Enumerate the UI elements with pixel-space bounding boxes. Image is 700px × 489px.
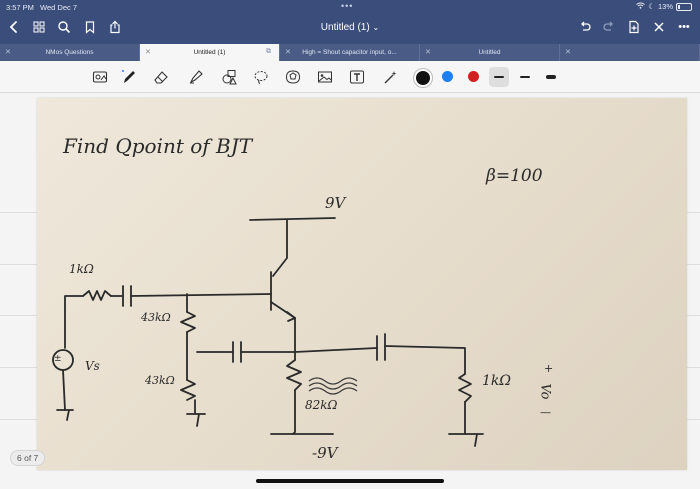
status-indicators: ☾ 13%	[636, 2, 692, 11]
status-time: 3:57 PM Wed Dec 7	[6, 3, 77, 12]
color-red-swatch[interactable]	[468, 71, 479, 82]
lasso-image-icon[interactable]	[91, 68, 109, 86]
lasso-icon[interactable]	[252, 68, 270, 86]
tab-label: Untitled (1)	[193, 49, 226, 56]
tab-close-icon[interactable]: ✕	[145, 49, 151, 56]
magic-pen-icon[interactable]	[382, 68, 400, 86]
document-title[interactable]: Untitled (1) ⌄	[300, 22, 400, 33]
emitter-to-vee-wire	[292, 389, 296, 435]
divider-top-resistor	[180, 311, 196, 333]
emitter-resistor	[286, 359, 302, 391]
emitter-arrow	[286, 311, 296, 322]
tab-close-icon[interactable]: ✕	[5, 49, 11, 56]
source-to-resistor-wire	[64, 295, 84, 349]
moon-icon: ☾	[648, 2, 655, 11]
load-ground-symbol	[448, 433, 484, 447]
add-page-icon[interactable]	[626, 19, 642, 35]
status-date-text: Wed Dec 7	[40, 3, 77, 12]
r-top-text: 43kΩ	[141, 311, 171, 324]
r-source-text: 1kΩ	[69, 262, 94, 276]
search-icon[interactable]	[56, 19, 72, 35]
beta-text: β=100	[486, 166, 543, 186]
load-resistor	[458, 373, 472, 403]
share-icon[interactable]	[107, 19, 123, 35]
source-symbol	[52, 349, 74, 371]
stroke-medium-icon	[520, 75, 530, 79]
highlighter-icon[interactable]	[187, 68, 205, 86]
r-emitter-text: 82kΩ	[305, 398, 338, 412]
r-load-text: 1kΩ	[482, 373, 511, 389]
heading-text: Find Qpoint of BJT	[63, 134, 253, 158]
shapes-icon[interactable]	[220, 68, 238, 86]
vs-text: Vs	[85, 359, 100, 373]
tab-empty[interactable]: ✕	[560, 44, 700, 61]
more-icon[interactable]: •••	[678, 21, 690, 33]
grid-view-icon[interactable]	[31, 19, 47, 35]
color-black-swatch[interactable]	[414, 69, 432, 87]
top-bar: 3:57 PM Wed Dec 7 ••• ☾ 13% Untitled (1)…	[0, 0, 700, 44]
battery-text: 13%	[657, 2, 673, 11]
stroke-thick-icon	[546, 75, 556, 79]
tab-close-icon[interactable]: ✕	[425, 49, 431, 56]
source-ground-symbol	[56, 409, 74, 421]
tab-label: High = Shout capacitor input, o...	[302, 49, 397, 56]
tab-close-icon[interactable]: ✕	[565, 49, 571, 56]
more-dots-icon[interactable]: •••	[341, 1, 354, 11]
vo-plus-text: +	[544, 362, 554, 375]
divider-ground-symbol	[186, 413, 206, 427]
home-indicator[interactable]	[256, 479, 444, 483]
stroke-thin-button[interactable]	[489, 67, 509, 87]
battery-icon	[676, 2, 692, 11]
source-sign-text: ±	[54, 354, 62, 364]
output-wire	[384, 345, 466, 375]
bookmark-icon[interactable]	[82, 19, 98, 35]
collector-wire	[272, 219, 288, 277]
drawing-toolbar	[0, 61, 700, 93]
tab-label: NMos Questions	[45, 49, 94, 56]
r-bottom-text: 43kΩ	[145, 374, 175, 387]
status-time-text: 3:57 PM	[6, 3, 34, 12]
wifi-icon	[636, 2, 646, 11]
redo-icon[interactable]	[601, 19, 617, 35]
base-wire	[130, 293, 272, 297]
page-indicator: 6 of 7	[10, 450, 46, 466]
vcc-text: 9V	[325, 194, 346, 212]
tab-untitled-1[interactable]: ✕ Untitled (1) ⧉	[140, 44, 280, 61]
vcc-rail	[249, 217, 336, 221]
source-resistor	[82, 290, 112, 301]
document-title-text: Untitled (1)	[320, 22, 370, 33]
back-icon[interactable]	[6, 19, 22, 35]
tab-nmos-questions[interactable]: ✕ NMos Questions	[0, 44, 140, 61]
stroke-thick-button[interactable]	[541, 67, 561, 87]
vee-text: -9V	[312, 444, 338, 462]
circuit-photo[interactable]: Find Qpoint of BJT β=100 9V -9V 1kΩ 43kΩ…	[37, 98, 687, 470]
stroke-medium-button[interactable]	[515, 67, 535, 87]
undo-icon[interactable]	[577, 19, 593, 35]
tab-label: Untitled	[478, 49, 501, 56]
eraser-icon[interactable]	[152, 68, 170, 86]
sticker-icon[interactable]	[284, 68, 302, 86]
pen-icon[interactable]	[120, 68, 138, 86]
note-canvas[interactable]: Find Qpoint of BJT β=100 9V -9V 1kΩ 43kΩ…	[0, 93, 700, 489]
circuit-diagram	[52, 217, 484, 447]
vo-minus-text: —	[540, 406, 551, 419]
page-indicator-text: 6 of 7	[17, 453, 39, 463]
source-ground-wire	[62, 369, 66, 411]
tab-bar: ✕ NMos Questions ✕ Untitled (1) ⧉ ✕ High…	[0, 44, 700, 61]
tab-untitled[interactable]: ✕ Untitled	[420, 44, 560, 61]
tab-close-icon[interactable]: ✕	[285, 49, 291, 56]
scribble-mark	[308, 377, 358, 395]
divider-bottom-resistor	[180, 379, 196, 401]
image-icon[interactable]	[316, 68, 334, 86]
color-blue-swatch[interactable]	[442, 71, 453, 82]
tab-split-icon[interactable]: ⧉	[266, 48, 271, 55]
stroke-thin-icon	[494, 76, 504, 78]
emitter-output-wire	[294, 347, 378, 353]
tab-high-shout[interactable]: ✕ High = Shout capacitor input, o...	[280, 44, 420, 61]
text-icon[interactable]	[348, 68, 366, 86]
chevron-down-icon: ⌄	[372, 23, 380, 32]
close-icon[interactable]	[651, 19, 667, 35]
